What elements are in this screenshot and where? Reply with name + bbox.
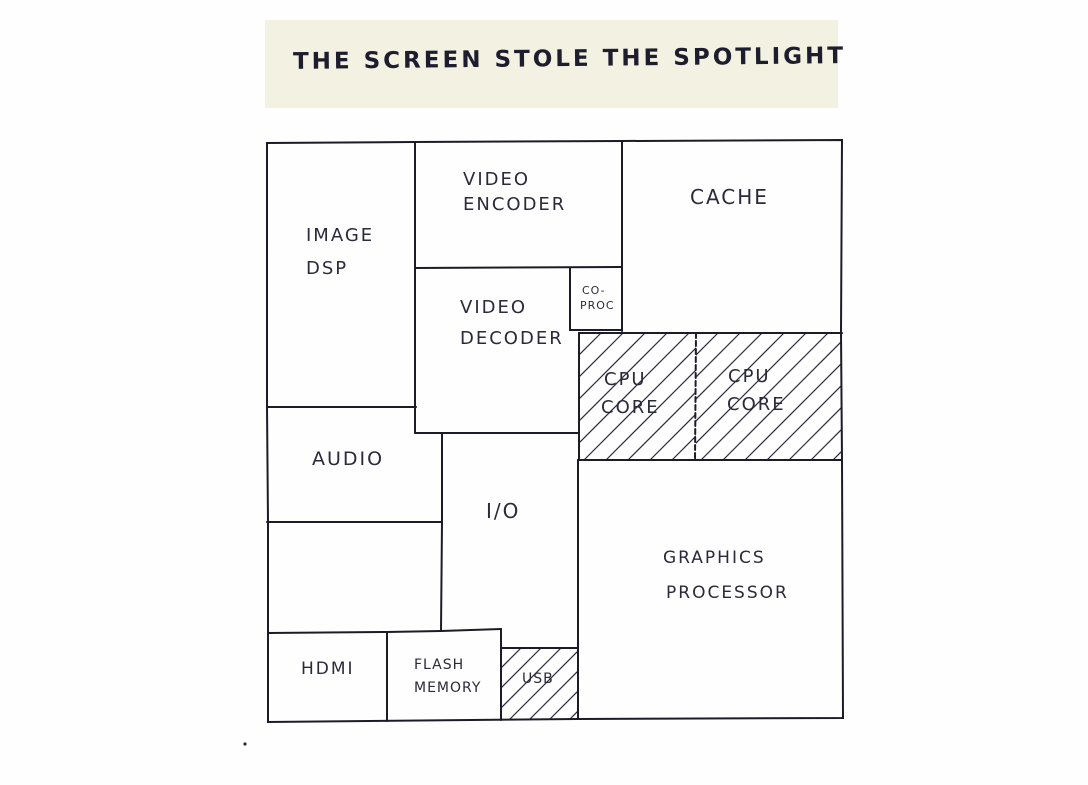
hatch-stroke [501, 648, 562, 709]
stray-ink-dot [243, 742, 247, 746]
cpu-core-divider [694, 332, 697, 461]
hatch-stroke [766, 385, 841, 460]
cpu-core-right-label-line1: CPU [728, 366, 771, 387]
usb-label: USB [522, 671, 554, 687]
hatch-stroke [899, 333, 1026, 460]
hatch-stroke [696, 333, 785, 422]
hatch-stroke [579, 333, 668, 422]
hatch-stroke [877, 333, 1004, 460]
hatch-stroke [589, 648, 661, 720]
hatch-stroke [583, 347, 696, 460]
co-proc-label-line1: CO- [582, 284, 606, 297]
title-banner: THE SCREEN STOLE THE SPOTLIGHT [265, 20, 846, 108]
flash-memory-label-line1: FLASH [414, 657, 464, 673]
hatch-stroke [609, 648, 681, 720]
hatch-stroke [579, 333, 646, 400]
hatch-stroke [649, 413, 696, 460]
hatch-stroke [528, 670, 578, 720]
hatch-stroke [722, 341, 841, 460]
hatch-stroke [649, 648, 721, 720]
hatch-stroke [804, 333, 931, 460]
image-dsp-label-line1: IMAGE [306, 225, 374, 246]
hatch-stroke [579, 333, 580, 334]
hatch-stroke [501, 648, 522, 669]
video-encoder-bottom-edge [414, 266, 623, 269]
io-label: I/O [486, 499, 520, 523]
hatch-stroke [700, 333, 829, 460]
cpu-core-left-label-line2: CORE [601, 397, 660, 418]
hatch-stroke [568, 710, 578, 720]
hatch-stroke [579, 333, 624, 378]
hatch-stroke [921, 333, 1048, 460]
image-dsp-label-line2: DSP [306, 258, 348, 279]
hatch-stroke [501, 648, 542, 689]
block-outlines [266, 138, 845, 724]
usb-hatching [501, 648, 721, 720]
cpu-core-left-label-line1: CPU [604, 369, 647, 390]
cpu-core-right-label-line2: CORE [727, 394, 786, 415]
co-proc-edge [569, 267, 623, 331]
cpu-core-left-hatching [579, 333, 931, 460]
hatch-stroke [782, 333, 909, 460]
hatch-stroke [605, 369, 696, 460]
hatch-stroke [788, 407, 841, 460]
hatch-stroke [696, 333, 741, 378]
hatch-stroke [810, 429, 841, 460]
flash-memory-label-line2: MEMORY [414, 680, 481, 696]
hatch-stroke [696, 333, 807, 444]
graphics-processor-label-line2: PROCESSOR [666, 583, 789, 603]
co-proc-label-line2: PROC [580, 299, 615, 312]
hdmi-label: HDMI [301, 659, 355, 679]
hatch-stroke [832, 451, 841, 460]
video-encoder-label-line1: VIDEO [463, 169, 530, 190]
hatch-stroke [855, 333, 982, 460]
hatch-stroke [627, 391, 696, 460]
hatch-stroke [671, 435, 696, 460]
hatch-stroke [965, 333, 1088, 460]
cache-label: CACHE [690, 185, 769, 209]
audio-label: AUDIO [312, 448, 384, 470]
graphics-processor-label-line1: GRAPHICS [663, 548, 766, 568]
hatch-stroke [579, 333, 690, 444]
hatch-stroke [629, 648, 701, 720]
hatch-stroke [696, 333, 763, 400]
hatch-stroke [548, 690, 578, 720]
hatch-stroke [744, 363, 841, 460]
hatch-stroke [943, 333, 1070, 460]
bottom-row-top-edge [267, 628, 502, 634]
block-labels: IMAGE DSP VIDEO ENCODER CACHE CO- PROC V… [301, 169, 789, 696]
hatch-stroke [508, 650, 578, 720]
io-left-edge [440, 432, 443, 632]
video-encoder-label-line2: ENCODER [463, 194, 566, 215]
video-decoder-label-line2: DECODER [460, 328, 564, 349]
cpu-core-right-hatching [696, 333, 1088, 460]
hatch-stroke [696, 333, 719, 356]
video-decoder-label-line1: VIDEO [460, 297, 527, 318]
